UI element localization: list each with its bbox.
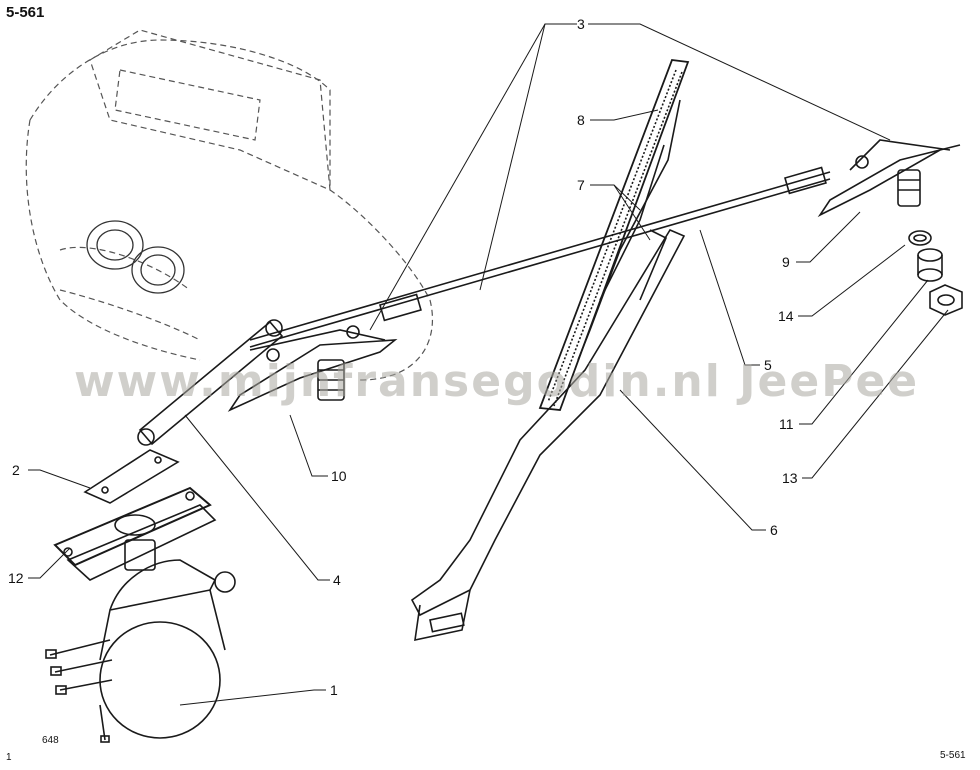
callout-7: 7 [577,177,585,193]
ref-code-footer: 5-561 [940,750,966,761]
gasket [53,486,212,567]
callout-2: 2 [12,462,20,478]
callout-9: 9 [782,254,790,270]
mounting-plate [83,449,180,504]
crank-link [137,319,284,446]
link-rod [249,166,831,348]
ref-code-title: 5-561 [6,4,45,21]
wiper-blade [538,59,690,411]
callout-8: 8 [577,112,585,128]
car-outline [25,29,434,381]
sheet-number: 1 [6,752,12,763]
callout-3: 3 [577,16,585,32]
callout-10: 10 [331,468,347,484]
callout-11: 11 [779,416,794,432]
drawing-number: 648 [42,735,59,746]
washer [908,230,932,246]
watermark: www.mijnfransegodin.nl JeePee [74,356,920,407]
nut [929,284,963,316]
leader-lines [28,23,949,706]
callout-1: 1 [330,682,338,698]
left-pivot-bracket [227,325,398,412]
callout-14: 14 [778,308,794,324]
callout-12: 12 [8,570,24,586]
right-pivot-bracket [817,139,961,218]
callout-5: 5 [764,357,772,373]
wiper-motor [45,504,236,743]
callout-13: 13 [782,470,798,486]
bushing [917,248,943,282]
callout-4: 4 [333,572,341,588]
headlights [86,220,185,294]
callout-6: 6 [770,522,778,538]
wiper-arm [410,228,686,642]
